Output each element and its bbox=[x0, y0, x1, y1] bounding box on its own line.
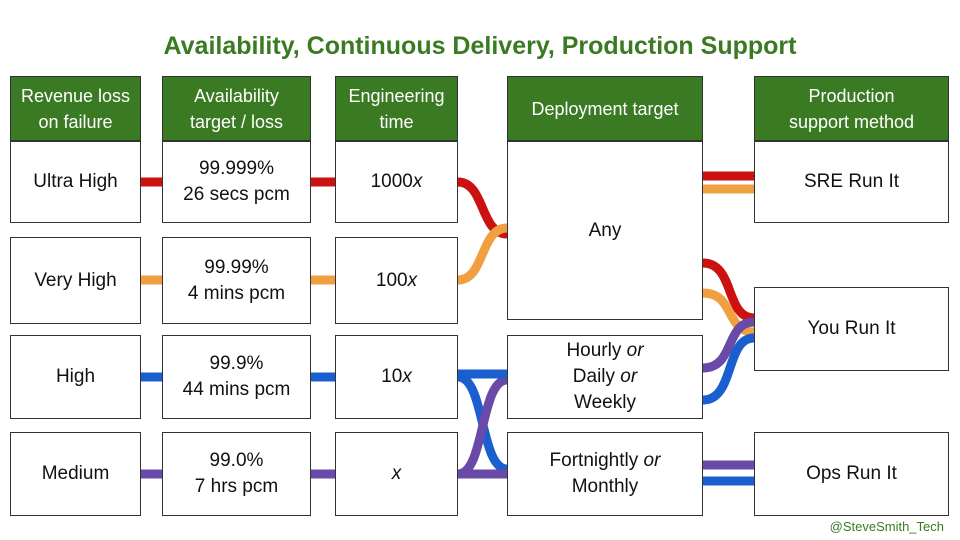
engineering-value: 10x bbox=[381, 366, 412, 387]
availability-target: 99.999% bbox=[198, 158, 274, 179]
availability-target: 99.9% bbox=[209, 353, 264, 374]
deployment-monthly-line: Monthly bbox=[571, 476, 639, 497]
header-production-support: Production support method bbox=[754, 76, 949, 141]
link-medium-deploy-yri bbox=[702, 317, 755, 373]
availability-loss: 44 mins pcm bbox=[182, 379, 291, 400]
availability-loss: 7 hrs pcm bbox=[194, 476, 279, 497]
deployment-fortnightly-line: Fortnightly or bbox=[549, 450, 661, 471]
revenue-high-label: High bbox=[55, 366, 96, 387]
deployment-any-label: Any bbox=[588, 219, 622, 241]
author-handle: @SteveSmith_Tech bbox=[829, 519, 944, 534]
link-very-high-eng-deploy bbox=[457, 223, 508, 285]
engineering-value: 100x bbox=[375, 269, 418, 291]
engineering-ultra-high: 1000x bbox=[335, 141, 458, 223]
availability-medium: 99.0% 7 hrs pcm bbox=[162, 432, 311, 516]
production-sre-run-it: SRE Run It bbox=[754, 141, 949, 223]
revenue-ultra-high: Ultra High bbox=[10, 141, 141, 223]
deployment-any: Any bbox=[507, 141, 703, 320]
page-title: Availability, Continuous Delivery, Produ… bbox=[163, 32, 797, 60]
revenue-medium: Medium bbox=[10, 432, 141, 516]
availability-loss: 26 secs pcm bbox=[183, 184, 290, 205]
availability-target: 99.0% bbox=[209, 450, 264, 471]
deployment-hourly-line: Hourly or bbox=[566, 340, 644, 361]
header-availability: Availability target / loss bbox=[162, 76, 311, 141]
engineering-very-high: 100x bbox=[335, 237, 458, 324]
availability-high: 99.9% 44 mins pcm bbox=[162, 335, 311, 419]
header-deployment-target: Deployment target bbox=[507, 76, 703, 141]
revenue-ultra-high-label: Ultra High bbox=[33, 171, 118, 192]
engineering-medium: x bbox=[335, 432, 458, 516]
engineering-value: x bbox=[391, 463, 402, 484]
deployment-weekly-line: Weekly bbox=[574, 392, 636, 413]
header-revenue-loss: Revenue loss on failure bbox=[10, 76, 141, 141]
availability-target: 99.99% bbox=[204, 256, 269, 278]
availability-loss: 4 mins pcm bbox=[187, 282, 286, 304]
engineering-high: 10x bbox=[335, 335, 458, 419]
availability-ultra-high: 99.999% 26 secs pcm bbox=[162, 141, 311, 223]
deployment-hourly-daily-weekly: Hourly or Daily or Weekly bbox=[507, 335, 703, 419]
revenue-very-high-label: Very High bbox=[34, 269, 117, 291]
production-you-run-it-label: You Run It bbox=[807, 318, 896, 339]
engineering-value: 1000x bbox=[370, 171, 423, 192]
deployment-daily-line: Daily or bbox=[572, 366, 638, 387]
availability-very-high: 99.99% 4 mins pcm bbox=[162, 237, 311, 324]
production-ops-label: Ops Run It bbox=[806, 463, 897, 484]
header-engineering-time: Engineering time bbox=[335, 76, 458, 141]
deployment-fortnightly-monthly: Fortnightly or Monthly bbox=[507, 432, 703, 516]
link-very-high-deploy-yri bbox=[702, 288, 755, 337]
production-you-run-it: You Run It bbox=[754, 287, 949, 371]
production-ops-run-it: Ops Run It bbox=[754, 432, 949, 516]
link-high-deploy-yri bbox=[702, 333, 755, 405]
link-ultra-high-deploy-yri bbox=[702, 258, 755, 323]
revenue-very-high: Very High bbox=[10, 237, 141, 324]
production-sre-label: SRE Run It bbox=[803, 171, 900, 192]
revenue-high: High bbox=[10, 335, 141, 419]
revenue-medium-label: Medium bbox=[41, 463, 110, 484]
